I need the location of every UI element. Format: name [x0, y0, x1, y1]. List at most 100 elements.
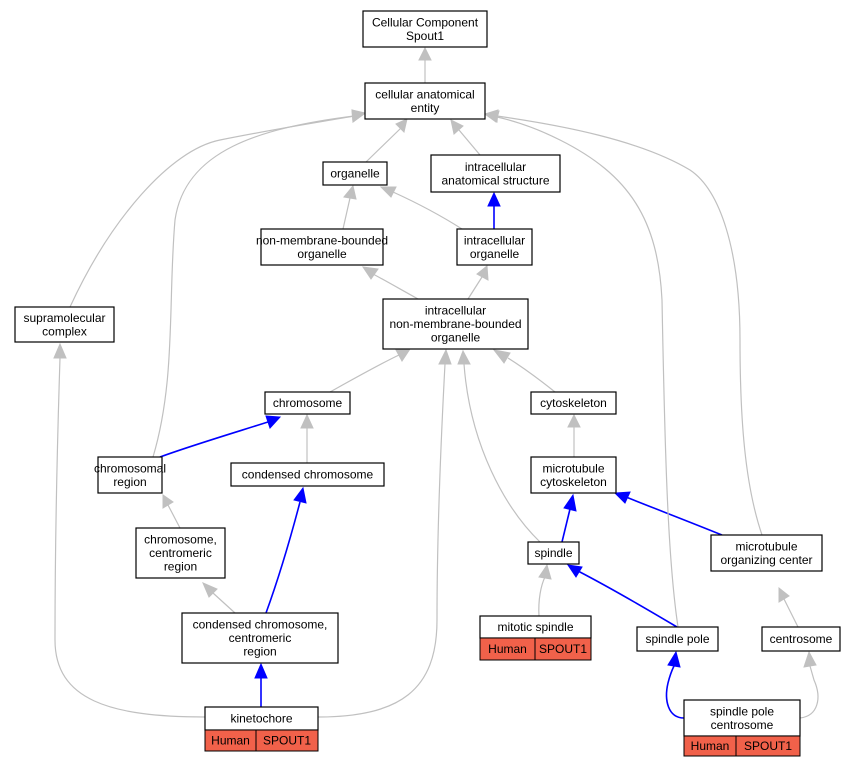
edge-chromreg-cae [152, 109, 367, 458]
edge-io-organelle-line [392, 191, 463, 230]
edge-mitspindle-spindle-line [538, 576, 546, 617]
node-cae-box [364, 82, 486, 120]
edge-chromosome-inmbo-line [329, 354, 400, 393]
node-spole[interactable]: spindle pole [636, 626, 719, 652]
edge-spindle-mtcyto [561, 493, 577, 543]
edge-spcent-centrosome-line [799, 665, 819, 719]
edge-mtoc-mtcyto-arrow [613, 491, 631, 504]
tag-label: SPOUT1 [539, 642, 587, 656]
edge-io-ias [487, 191, 501, 229]
edge-chromreg-cae-line [152, 115, 355, 458]
node-spcentrosome-box [683, 699, 801, 737]
tag-label: SPOUT1 [744, 739, 792, 753]
node-spcentrosome-label: spindle pole [710, 704, 774, 718]
edge-spcent-centrosome-arrow [803, 650, 817, 668]
node-centreg-label: region [164, 560, 197, 574]
node-mitspindle-gene-tag: SPOUT1 [534, 637, 592, 661]
node-chromosome[interactable]: chromosome [264, 391, 351, 415]
edge-condcent-condchrom-line [265, 501, 301, 614]
node-spcentrosome-species-tag: Human [683, 735, 737, 757]
node-nmbo-label: organelle [297, 247, 347, 261]
node-nmbo-box [260, 228, 384, 266]
edge-condcent-kin-part-arrow [254, 662, 268, 679]
node-inmbo[interactable]: intracellularnon-membrane-boundedorganel… [382, 298, 529, 350]
edge-centrosome-mtoc-line [783, 598, 799, 628]
edge-condchrom-chromosome [300, 413, 314, 463]
edge-spindle-inmbo [457, 349, 541, 543]
edge-organelle-cae-arrow [395, 118, 408, 133]
node-ias-label: intracellular [465, 160, 526, 174]
node-mitspindle-species-tag: Human [479, 637, 536, 661]
node-condcent-label: centromeric [229, 631, 292, 645]
node-centrosome-box [761, 626, 841, 652]
node-spindle-box [527, 541, 580, 565]
node-condchrom[interactable]: condensed chromosome [230, 462, 385, 487]
node-mtcyto-box [530, 456, 617, 494]
node-mtoc-label: microtubule [735, 539, 797, 553]
node-cae-label: entity [411, 101, 440, 115]
node-centrosome[interactable]: centrosome [761, 626, 841, 652]
edge-kin-smc-line [54, 357, 206, 718]
edge-condcent-centreg-arrow [202, 582, 218, 598]
edge-kin-smc [53, 342, 206, 718]
edge-organelle-cae-line [365, 127, 402, 163]
node-io-label: organelle [470, 247, 520, 261]
edge-smc-cae-line [69, 115, 355, 308]
node-centrosome-label: centrosome [770, 632, 833, 646]
node-centreg-label: centromeric [149, 546, 212, 560]
node-chromreg-label: region [113, 475, 146, 489]
edge-nmbo-organelle-arrow [343, 184, 357, 200]
edge-cytoskeleton-inmbo-line [507, 357, 556, 393]
edge-kin-inmbo-arrow [438, 348, 452, 365]
edge-cytoskeleton-inmbo-arrow [492, 349, 511, 364]
node-smc-label: supramolecular [23, 311, 105, 325]
node-spindle[interactable]: spindle [527, 541, 580, 565]
node-ias-label: anatomical structure [441, 173, 549, 187]
node-cytoskeleton[interactable]: cytoskeleton [530, 391, 617, 415]
node-condcent-box [181, 612, 339, 664]
node-root-box [362, 10, 488, 48]
edge-organelle-cae [365, 118, 408, 163]
node-condchrom-label: condensed chromosome [242, 468, 374, 482]
node-condcent-label: region [243, 645, 276, 659]
edge-condcent-centreg [202, 582, 236, 614]
node-condcent-label: condensed chromosome, [193, 618, 328, 632]
node-smc-box [14, 306, 115, 343]
edge-spindle-mtcyto-line [561, 508, 571, 543]
tag-label: Human [691, 739, 730, 753]
node-centreg-box [135, 527, 226, 579]
node-organelle[interactable]: organelle [322, 161, 388, 186]
tag-box [735, 735, 801, 757]
edge-chromosome-inmbo [329, 348, 411, 393]
node-centreg-label: chromosome, [144, 533, 217, 547]
node-io-box [456, 228, 533, 266]
edge-inmbo-io [467, 265, 489, 300]
edge-centreg-chromreg-line [167, 504, 181, 529]
node-nmbo-label: non-membrane-bounded [256, 233, 388, 247]
edge-chromreg-chromosome-arrow [265, 415, 282, 429]
edge-spcent-spole-arrow [667, 650, 681, 668]
edge-spcent-spole [665, 650, 685, 719]
edge-inmbo-io-line [467, 276, 483, 300]
edge-centrosome-mtoc [778, 586, 799, 628]
edge-ias-cae [450, 119, 481, 156]
node-root-label: Spout1 [406, 29, 444, 43]
edge-inmbo-io-arrow [476, 265, 489, 281]
edge-chromreg-cae-arrow [351, 109, 367, 123]
node-mtcyto-label: cytoskeleton [540, 475, 607, 489]
tag-label: SPOUT1 [263, 734, 311, 748]
